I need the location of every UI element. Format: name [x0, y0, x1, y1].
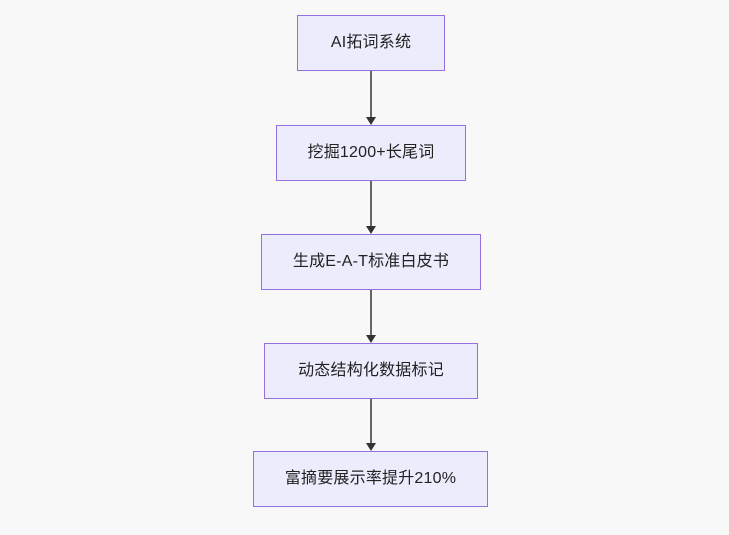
flowchart-connector-arrow-2: [365, 181, 377, 234]
arrow-down-icon: [366, 226, 376, 234]
arrow-down-icon: [366, 117, 376, 125]
flowchart-node-ai-keyword-system[interactable]: AI拓词系统: [297, 15, 445, 71]
flowchart-node-label: AI拓词系统: [330, 34, 412, 52]
flowchart-node-dynamic-structured-data[interactable]: 动态结构化数据标记: [264, 343, 478, 399]
arrow-down-icon: [366, 443, 376, 451]
connector-line: [370, 399, 372, 443]
flowchart-connector-arrow-4: [365, 399, 377, 451]
connector-line: [370, 71, 372, 117]
flowchart-node-label: 富摘要展示率提升210%: [284, 470, 457, 488]
flowchart-connector-arrow-1: [365, 71, 377, 125]
connector-line: [370, 181, 372, 226]
flowchart-node-label: 挖掘1200+长尾词: [307, 144, 435, 162]
flowchart-node-generate-eat-whitepaper[interactable]: 生成E-A-T标准白皮书: [261, 234, 481, 290]
flowchart-node-label: 生成E-A-T标准白皮书: [292, 253, 450, 271]
flowchart-connector-arrow-3: [365, 290, 377, 343]
flowchart-node-mine-longtail-keywords[interactable]: 挖掘1200+长尾词: [276, 125, 466, 181]
connector-line: [370, 290, 372, 335]
arrow-down-icon: [366, 335, 376, 343]
flowchart-node-label: 动态结构化数据标记: [298, 362, 444, 380]
flowchart-node-rich-snippet-uplift[interactable]: 富摘要展示率提升210%: [253, 451, 488, 507]
